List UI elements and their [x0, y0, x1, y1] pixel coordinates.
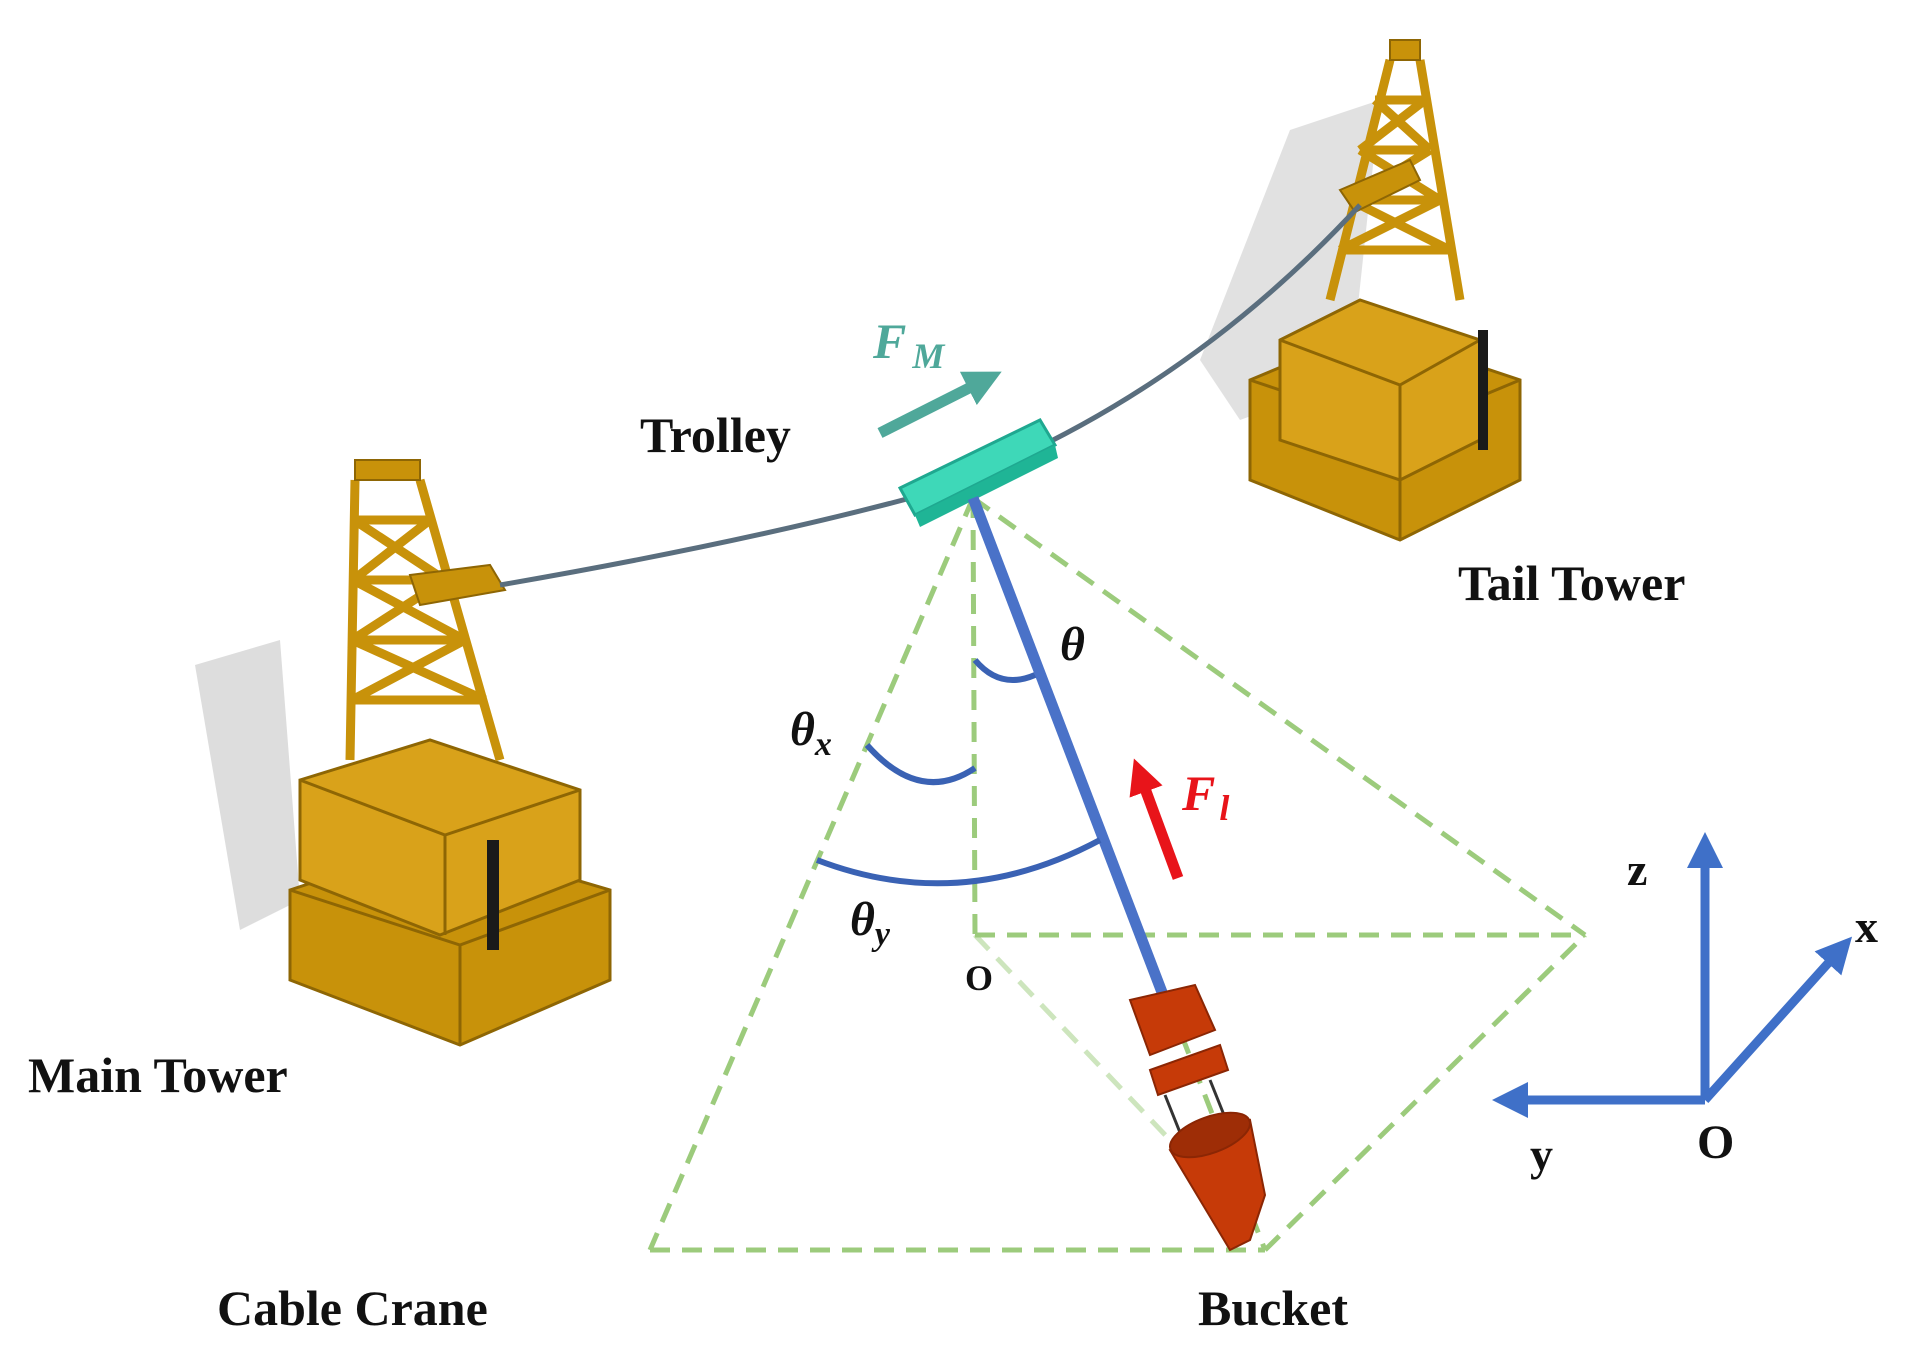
coordinate-axes [1492, 832, 1853, 1118]
label-axis-y: y [1530, 1129, 1553, 1180]
main-tower [195, 459, 612, 1047]
bucket [1128, 983, 1267, 1252]
label-main-tower: Main Tower [28, 1047, 288, 1103]
angle-arcs [815, 658, 1102, 887]
force-lift-arrow [1129, 758, 1184, 880]
label-axis-x: x [1855, 901, 1878, 952]
label-origin-axes: O [1697, 1116, 1734, 1169]
trolley [897, 418, 1058, 527]
theta-x-sub: x [814, 726, 832, 763]
force-trolley-sub: M [911, 336, 946, 376]
tail-tower [1200, 39, 1522, 542]
symbol-theta-y: θy [850, 893, 891, 953]
theta-y-base: θ [850, 893, 875, 946]
symbol-theta: θ [1060, 618, 1085, 671]
symbol-theta-x: θx [790, 703, 832, 763]
theta-arc [972, 658, 1037, 683]
label-cable-crane: Cable Crane [217, 1280, 488, 1336]
label-axis-z: z [1627, 844, 1647, 895]
force-lift-base: F [1181, 765, 1215, 821]
label-bucket: Bucket [1198, 1280, 1348, 1336]
axis-x-arrow [1701, 936, 1853, 1104]
force-lift-sub: l [1219, 788, 1229, 828]
force-trolley-base: F [872, 313, 906, 369]
theta-y-sub: y [871, 916, 891, 953]
label-tail-tower: Tail Tower [1458, 555, 1685, 611]
label-origin-small: O [965, 958, 993, 998]
theta-x-base: θ [790, 703, 815, 756]
theta-y-arc [815, 837, 1102, 887]
force-trolley-arrow [877, 371, 1002, 438]
hoist-rope [967, 496, 1174, 1010]
theta-x-arc [864, 743, 977, 785]
label-trolley: Trolley [640, 407, 791, 463]
